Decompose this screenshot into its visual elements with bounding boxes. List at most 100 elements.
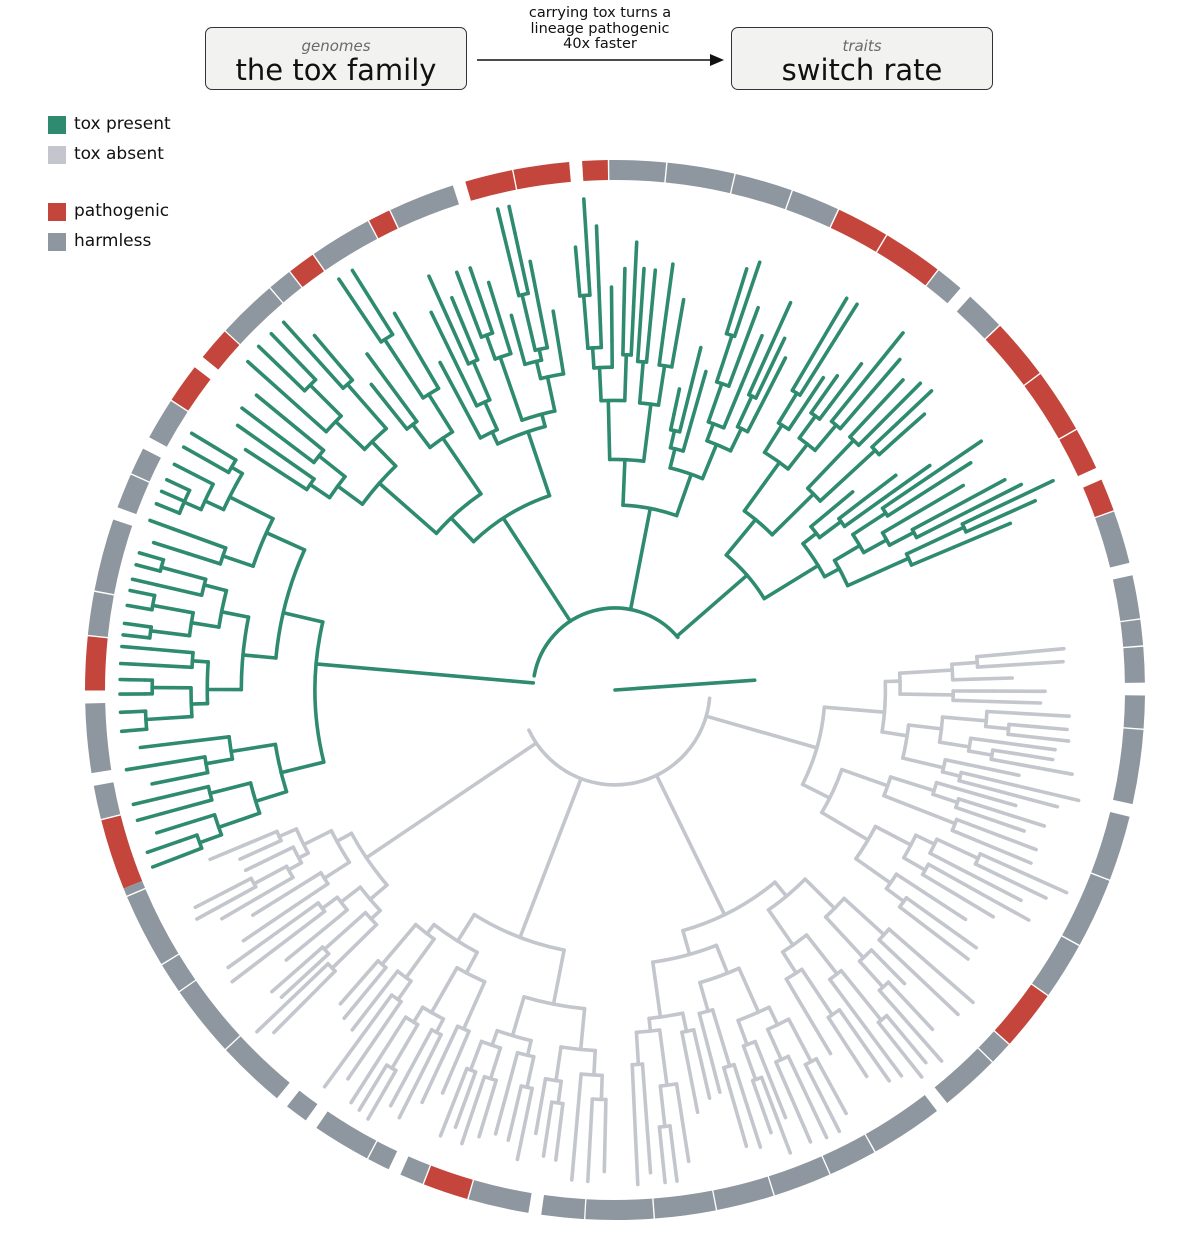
tree-branch bbox=[825, 296, 849, 333]
tree-branch bbox=[349, 1064, 377, 1105]
tree-branch bbox=[269, 901, 321, 939]
tree-branch bbox=[805, 438, 856, 491]
tree-branch bbox=[697, 1011, 715, 1065]
tree-branch bbox=[681, 419, 694, 453]
tree-junction bbox=[358, 885, 382, 913]
tree-branch bbox=[317, 951, 331, 965]
tree-branch bbox=[649, 268, 658, 313]
tree-branch bbox=[589, 1097, 595, 1120]
tree-branch bbox=[630, 1062, 638, 1140]
tree-branch bbox=[312, 333, 334, 358]
tree-branch bbox=[898, 692, 956, 697]
tree-branch bbox=[671, 1154, 679, 1183]
tree-junction bbox=[472, 912, 566, 952]
tree-branch bbox=[870, 421, 900, 449]
tree-branch bbox=[554, 1045, 563, 1083]
tree-branch bbox=[900, 756, 946, 770]
tree-branch bbox=[887, 530, 916, 548]
tree-branch bbox=[454, 270, 478, 325]
tree-branch bbox=[255, 1007, 283, 1034]
tree-branch bbox=[498, 355, 524, 423]
tree-junction bbox=[291, 845, 304, 865]
tree-branch bbox=[592, 1048, 598, 1077]
tree-junction bbox=[360, 464, 398, 506]
tree-branch bbox=[865, 331, 905, 379]
tree-branch bbox=[551, 309, 563, 360]
tree-branch bbox=[735, 394, 754, 429]
tree-branch bbox=[333, 419, 367, 452]
trait-ring-segment bbox=[225, 1036, 290, 1099]
tree-branch bbox=[765, 1027, 784, 1062]
legend-label-tox-absent: tox absent bbox=[74, 144, 164, 164]
tree-branch bbox=[814, 1057, 833, 1086]
tree-branch bbox=[365, 352, 405, 404]
tree-branch bbox=[264, 530, 307, 552]
tree-branch bbox=[845, 556, 911, 588]
tree-branch bbox=[637, 359, 646, 405]
tree-branch bbox=[410, 422, 432, 450]
trait-ring-segment bbox=[131, 448, 161, 482]
trait-ring-segment bbox=[171, 367, 211, 411]
tree-branch bbox=[753, 1039, 775, 1088]
tree-branch bbox=[776, 391, 799, 425]
tree-branch bbox=[750, 1078, 765, 1110]
tree-branch bbox=[434, 1017, 446, 1035]
tree-branch bbox=[887, 927, 943, 976]
tree-branch bbox=[533, 1093, 545, 1136]
tree-branch bbox=[803, 877, 837, 911]
tree-branch bbox=[270, 953, 316, 994]
tree-branch bbox=[455, 912, 477, 943]
tree-junction bbox=[668, 466, 705, 481]
tree-branch bbox=[308, 482, 332, 500]
tree-branch bbox=[453, 1029, 471, 1065]
tree-branch bbox=[525, 1038, 533, 1058]
tree-junction bbox=[432, 922, 479, 955]
tree-branch bbox=[484, 313, 495, 335]
tree-branch bbox=[784, 977, 802, 1005]
tree-junction bbox=[313, 620, 326, 764]
tree-branch bbox=[635, 328, 642, 364]
tree-junction bbox=[742, 509, 774, 537]
tree-junction bbox=[880, 679, 888, 734]
tree-branch bbox=[375, 969, 400, 1000]
tree-branch bbox=[657, 1125, 665, 1160]
tree-branch bbox=[613, 678, 757, 692]
tree-branch bbox=[281, 610, 325, 624]
tree-branch bbox=[506, 1112, 517, 1142]
tree-junction bbox=[681, 880, 777, 933]
tree-branch bbox=[706, 381, 724, 424]
trait-ring-segment bbox=[1120, 619, 1144, 647]
tree-branch bbox=[633, 1136, 640, 1187]
tree-branch bbox=[125, 603, 154, 612]
tree-branch bbox=[403, 1028, 434, 1081]
tree-branch bbox=[873, 824, 913, 847]
tree-junction bbox=[586, 345, 604, 350]
tree-branch bbox=[1014, 783, 1081, 803]
trait-ring-segment bbox=[162, 954, 196, 992]
tree-branch bbox=[227, 495, 275, 521]
tree-branch bbox=[556, 1079, 564, 1105]
tree-branch bbox=[753, 356, 788, 419]
trait-ring-segment bbox=[994, 984, 1048, 1044]
tree-branch bbox=[724, 301, 738, 336]
trait-ring-segment bbox=[423, 1165, 473, 1200]
tree-branch bbox=[823, 915, 866, 960]
tree-branch bbox=[786, 442, 810, 471]
tree-branch bbox=[573, 245, 580, 279]
tree-branch bbox=[551, 948, 566, 1007]
tree-branch bbox=[656, 363, 667, 407]
tree-junction bbox=[143, 709, 149, 731]
tree-branch bbox=[429, 965, 459, 1015]
tree-branch bbox=[204, 757, 235, 766]
tree-branch bbox=[657, 1028, 669, 1088]
tree-branch bbox=[677, 297, 686, 327]
tree-junction bbox=[523, 358, 544, 367]
tree-branch bbox=[901, 855, 928, 873]
tree-branch bbox=[602, 1120, 608, 1174]
tree-branch bbox=[241, 653, 278, 660]
tree-branch bbox=[150, 853, 185, 869]
tree-junction bbox=[248, 781, 262, 815]
tree-branch bbox=[513, 231, 531, 296]
tree-branch bbox=[322, 910, 368, 952]
tree-junction bbox=[621, 503, 679, 518]
